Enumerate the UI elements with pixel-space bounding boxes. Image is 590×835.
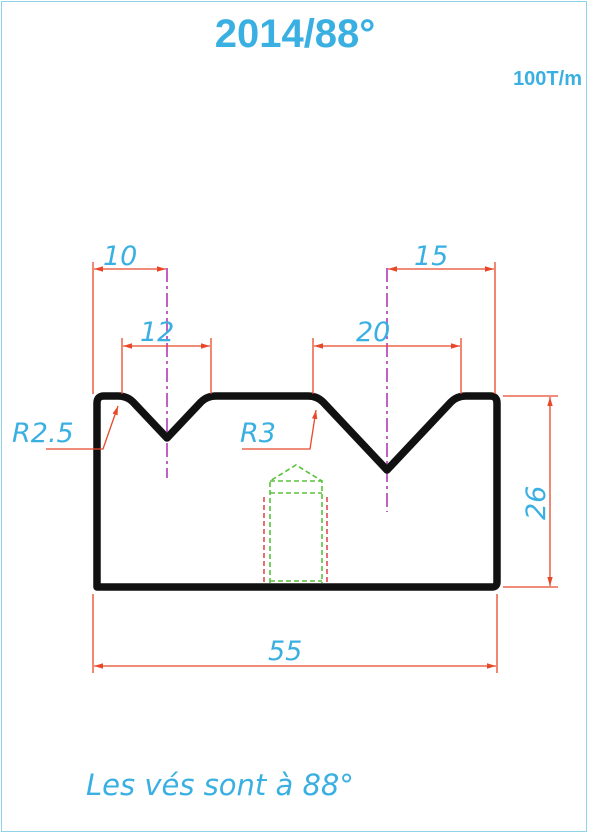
dim-text-55: 55 (268, 636, 302, 667)
dim-text-20: 20 (356, 317, 390, 348)
dim-text-15: 15 (414, 241, 448, 272)
dim-text-26: 26 (521, 486, 552, 520)
die-profile (93, 392, 501, 591)
dimension-lines (46, 266, 553, 669)
extension-lines (92, 262, 558, 673)
dim-text-r3: R3 (240, 418, 276, 449)
dim-text-12: 12 (140, 317, 174, 348)
hidden-hole-green (269, 464, 323, 583)
capacity-label: 100T/m (513, 68, 582, 90)
leader-r25 (46, 405, 119, 450)
die-title: 2014/88° (214, 12, 376, 56)
hidden-thread-red (263, 497, 328, 588)
dim-text-r25: R2.5 (12, 418, 74, 449)
vee-angle-note: Les vés sont à 88° (86, 768, 354, 802)
dim-text-10: 10 (103, 241, 137, 272)
leader-r3 (242, 409, 318, 450)
